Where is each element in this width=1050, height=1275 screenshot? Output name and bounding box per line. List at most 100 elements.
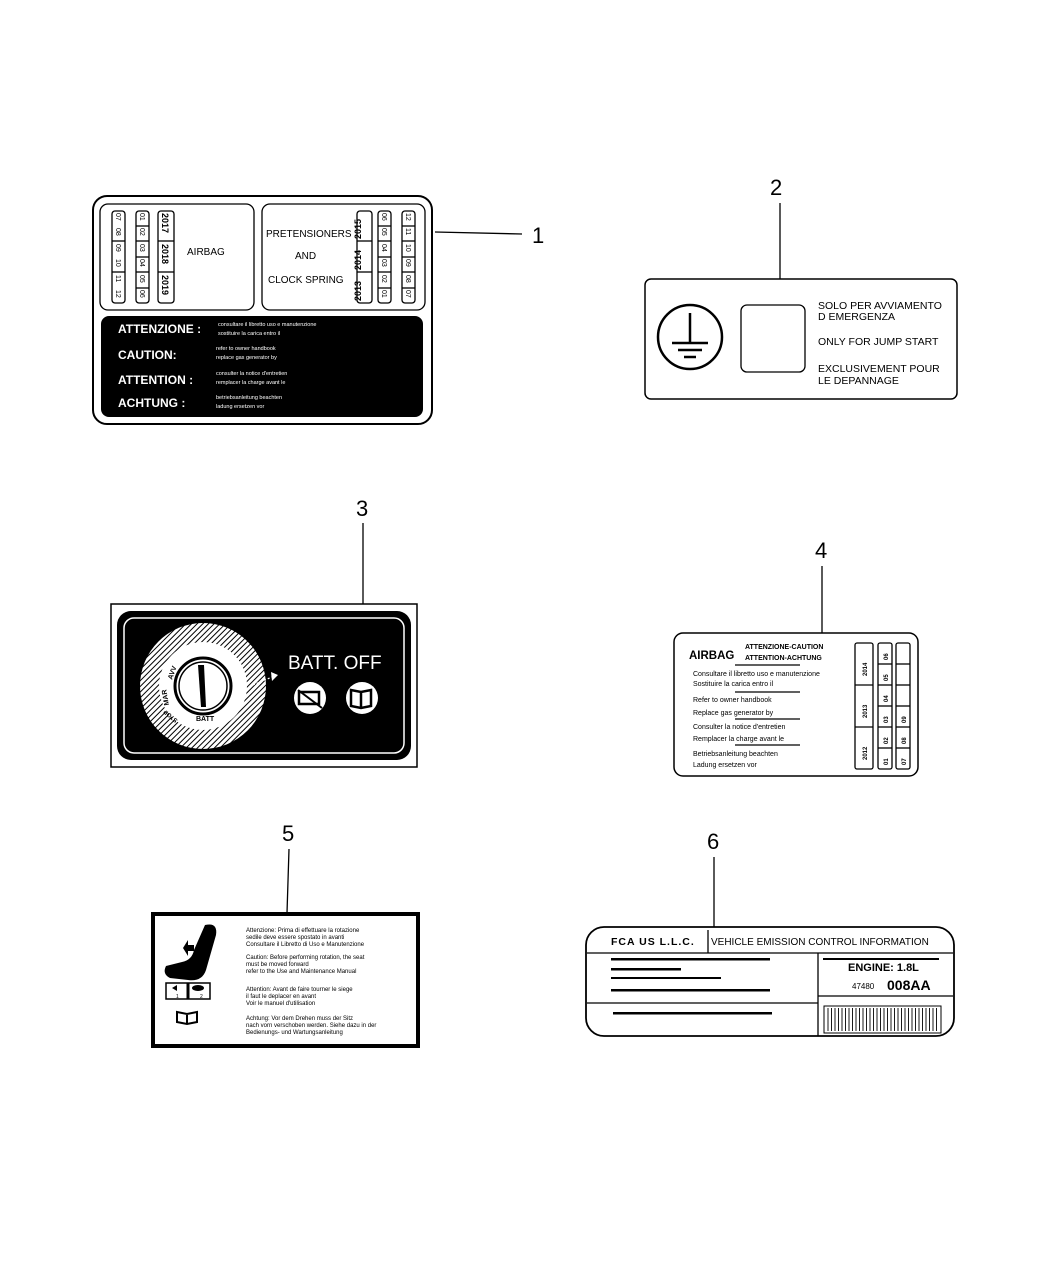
svg-text:4: 4 <box>815 538 827 563</box>
svg-text:ACHTUNG :: ACHTUNG : <box>118 396 185 410</box>
svg-text:05: 05 <box>380 228 387 236</box>
svg-text:2017: 2017 <box>160 213 170 233</box>
svg-text:12: 12 <box>114 290 121 298</box>
svg-text:02: 02 <box>138 228 145 236</box>
svg-text:08: 08 <box>404 275 411 283</box>
svg-text:03: 03 <box>884 716 890 723</box>
battery-off-label[interactable]: AVV MAR STOP BATT BATT. OFF <box>110 603 418 768</box>
svg-text:06: 06 <box>884 653 890 660</box>
manual-book-icon <box>346 682 378 714</box>
airbag-instructions: Consultare il libretto uso e manutenzion… <box>693 664 820 769</box>
pretensioners-text: PRETENSIONERS <box>266 229 352 240</box>
svg-text:nach vorn verschoben werden. S: nach vorn verschoben werden. Siehe dazu … <box>246 1023 376 1029</box>
svg-text:07: 07 <box>404 290 411 298</box>
ground-icon <box>656 303 724 371</box>
svg-text:il faut le deplacer en avant: il faut le deplacer en avant <box>246 994 316 1000</box>
svg-text:10: 10 <box>404 244 411 252</box>
svg-text:remplacer la charge avant le: remplacer la charge avant le <box>216 380 285 386</box>
svg-text:ATTENTION :: ATTENTION : <box>118 373 193 387</box>
svg-text:05: 05 <box>138 275 145 283</box>
redacted-lines <box>611 958 939 1015</box>
svg-text:betriebsanleitung beachten: betriebsanleitung beachten <box>216 395 282 401</box>
svg-text:07: 07 <box>902 758 908 765</box>
callout-4: 4 <box>815 538 827 633</box>
svg-text:2018: 2018 <box>160 244 170 264</box>
svg-text:5: 5 <box>282 821 294 846</box>
svg-text:sostituire la carica entro il: sostituire la carica entro il <box>218 331 280 337</box>
emission-title: VEHICLE EMISSION CONTROL INFORMATION <box>711 937 929 948</box>
svg-text:refer to the Use and Maintenan: refer to the Use and Maintenance Manual <box>246 969 356 975</box>
svg-text:1: 1 <box>176 994 179 1000</box>
svg-text:SOLO PER AVVIAMENTO: SOLO PER AVVIAMENTO <box>818 300 942 312</box>
svg-text:02: 02 <box>884 737 890 744</box>
airbag-text: AIRBAG <box>187 247 225 258</box>
svg-text:Sostituire la carica entro il: Sostituire la carica entro il <box>693 681 774 688</box>
svg-text:2013: 2013 <box>353 281 363 301</box>
svg-text:2015: 2015 <box>353 219 363 239</box>
svg-text:Attenzione: Prima di effettuar: Attenzione: Prima di effettuare la rotaz… <box>246 928 360 934</box>
seat-rotation-text: Attenzione: Prima di effettuare la rotaz… <box>246 928 376 1036</box>
manual-book-icon <box>176 1010 198 1026</box>
and-text: AND <box>295 251 316 262</box>
svg-text:Betriebsanleitung beachten: Betriebsanleitung beachten <box>693 751 778 758</box>
svg-text:consultare il libretto uso e m: consultare il libretto uso e manutenzion… <box>218 322 316 328</box>
callout-3: 3 <box>356 496 368 604</box>
svg-text:ATTENZIONE-CAUTION: ATTENZIONE-CAUTION <box>745 644 823 651</box>
svg-text:2: 2 <box>770 175 782 200</box>
svg-text:2013: 2013 <box>863 704 869 718</box>
emission-control-label[interactable]: FCA US L.L.C. VEHICLE EMISSION CONTROL I… <box>585 926 955 1037</box>
svg-text:ATTENZIONE :: ATTENZIONE : <box>118 322 201 336</box>
svg-text:06: 06 <box>138 290 145 298</box>
svg-text:11: 11 <box>114 275 121 282</box>
svg-text:01: 01 <box>138 213 145 221</box>
svg-text:Voir le manuel d'utilisation: Voir le manuel d'utilisation <box>246 1001 315 1007</box>
airbag-date-label[interactable]: AIRBAG ATTENZIONE-CAUTION ATTENTION-ACHT… <box>673 632 919 777</box>
svg-text:03: 03 <box>138 244 145 252</box>
svg-text:consulter la notice d'entretie: consulter la notice d'entretien <box>216 371 287 377</box>
svg-text:02: 02 <box>380 275 387 283</box>
seat-rotation-label[interactable]: 1 2 Attenzione: Prima di effettuare la r… <box>151 912 420 1048</box>
svg-text:09: 09 <box>114 244 121 252</box>
svg-text:refer to owner handbook: refer to owner handbook <box>216 346 276 352</box>
svg-text:D EMERGENZA: D EMERGENZA <box>818 311 895 323</box>
svg-text:2012: 2012 <box>863 746 869 760</box>
jump-start-label[interactable]: SOLO PER AVVIAMENTO D EMERGENZA ONLY FOR… <box>644 278 958 400</box>
svg-text:06: 06 <box>380 213 387 221</box>
svg-text:AVV: AVV <box>167 665 178 681</box>
svg-text:Caution: Before performing rot: Caution: Before performing rotation, the… <box>246 955 365 961</box>
svg-text:11: 11 <box>404 228 411 235</box>
callout-5: 5 <box>282 821 294 914</box>
svg-text:3: 3 <box>356 496 368 521</box>
company-name: FCA US L.L.C. <box>611 936 695 948</box>
svg-text:ATTENTION-ACHTUNG: ATTENTION-ACHTUNG <box>745 655 822 662</box>
svg-text:1: 1 <box>532 223 544 248</box>
svg-text:05: 05 <box>884 674 890 681</box>
ignition-dial: AVV MAR STOP BATT <box>140 623 278 749</box>
svg-text:Consulter la notice d'entretie: Consulter la notice d'entretien <box>693 724 785 731</box>
svg-text:01: 01 <box>380 290 387 298</box>
pretensioner-date-grid: 2013 2014 2015 06 05 04 03 02 01 12 11 1… <box>353 210 416 304</box>
key-slot-icon <box>198 665 206 707</box>
svg-text:08: 08 <box>114 228 121 236</box>
svg-text:2019: 2019 <box>160 275 170 295</box>
svg-text:07: 07 <box>114 213 121 221</box>
seat-step-icons: 1 2 <box>165 982 211 1000</box>
svg-text:04: 04 <box>884 695 890 702</box>
svg-text:Refer to owner handbook: Refer to owner handbook <box>693 697 772 704</box>
battery-off-icon <box>294 682 326 714</box>
svg-text:sedile deve essere spostato in: sedile deve essere spostato in avanti <box>246 935 344 941</box>
svg-text:12: 12 <box>404 213 411 221</box>
svg-text:replace gas generator by: replace gas generator by <box>216 355 277 361</box>
svg-text:ONLY FOR JUMP START: ONLY FOR JUMP START <box>818 336 939 348</box>
callout-2: 2 <box>770 175 782 279</box>
svg-text:09: 09 <box>902 716 908 723</box>
svg-text:must be moved forward: must be moved forward <box>246 962 309 968</box>
svg-text:6: 6 <box>707 829 719 854</box>
svg-text:Replace gas generator by: Replace gas generator by <box>693 710 774 717</box>
svg-text:04: 04 <box>380 244 387 252</box>
svg-text:EXCLUSIVEMENT POUR: EXCLUSIVEMENT POUR <box>818 363 940 375</box>
airbag-pretensioner-label[interactable]: 07 08 09 10 11 12 01 02 03 04 05 06 2017… <box>92 195 433 425</box>
svg-text:Achtung: Vor dem Drehen muss d: Achtung: Vor dem Drehen muss der Sitz <box>246 1016 353 1022</box>
